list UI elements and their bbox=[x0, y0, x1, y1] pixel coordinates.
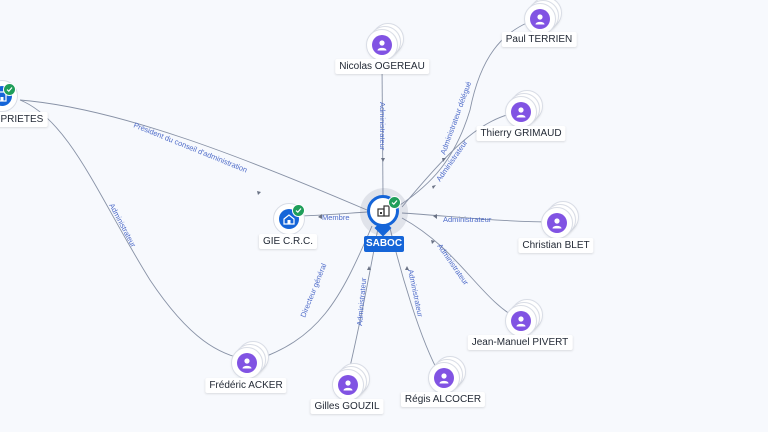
edge-label-christian: Administrateur bbox=[443, 215, 492, 224]
edge-arrow bbox=[318, 214, 322, 219]
verified-check-icon bbox=[388, 196, 401, 209]
person-icon bbox=[530, 9, 550, 29]
verified-check-icon bbox=[3, 83, 16, 96]
edge-gie-crc bbox=[299, 211, 368, 217]
edge-arrow bbox=[381, 158, 385, 162]
person-icon bbox=[434, 368, 454, 388]
edge-label-proprietes-saboc: Président du conseil d'administration bbox=[132, 121, 248, 175]
edge-label-gie: Membre bbox=[322, 213, 350, 222]
edge-proprietes-saboc bbox=[19, 99, 368, 211]
edge-nicolas-ogereau bbox=[381, 63, 384, 196]
edge-label-proprietes-acker: Administrateur bbox=[107, 202, 138, 249]
node-label-proprietes[interactable]: OPRIETES bbox=[0, 112, 48, 127]
verified-check-icon bbox=[292, 204, 305, 217]
edge-label-frederic: Directeur général bbox=[299, 262, 329, 319]
node-label-regis-alcocer[interactable]: Régis ALCOCER bbox=[400, 392, 486, 407]
person-icon bbox=[237, 353, 257, 373]
edge-arrow bbox=[432, 185, 436, 189]
node-label-gilles-gouzil[interactable]: Gilles GOUZIL bbox=[310, 399, 384, 414]
person-icon bbox=[511, 102, 531, 122]
edge-christian-blet bbox=[401, 212, 557, 223]
building-icon bbox=[376, 205, 390, 217]
edge-label-jean-manuel: Administrateur bbox=[435, 242, 470, 287]
edge-label-regis: Administrateur bbox=[406, 269, 425, 319]
node-label-christian-blet[interactable]: Christian BLET bbox=[518, 238, 594, 253]
person-icon bbox=[372, 35, 392, 55]
node-label-frederic-acker[interactable]: Frédéric ACKER bbox=[205, 378, 287, 393]
edge-label-nicolas: Administrateur bbox=[378, 102, 387, 151]
building-icon bbox=[283, 213, 295, 225]
person-icon bbox=[511, 311, 531, 331]
edge-arrow bbox=[431, 240, 435, 244]
node-label-thierry-grimaud[interactable]: Thierry GRIMAUD bbox=[476, 126, 566, 141]
node-label-nicolas-ogereau[interactable]: Nicolas OGEREAU bbox=[335, 59, 429, 74]
node-label-paul-terrien[interactable]: Paul TERRIEN bbox=[501, 32, 577, 47]
edge-arrow bbox=[405, 266, 409, 270]
person-icon bbox=[547, 213, 567, 233]
node-label-gie-crc[interactable]: GIE C.R.C. bbox=[258, 234, 318, 249]
edge-arrow bbox=[442, 158, 446, 162]
edge-frederic-acker bbox=[249, 225, 373, 363]
edge-label-gilles: Administrateur bbox=[355, 277, 368, 326]
center-node-saboc[interactable] bbox=[367, 195, 399, 227]
edge-arrow bbox=[367, 266, 371, 270]
edge-arrow bbox=[257, 191, 261, 195]
node-label-jean-manuel-pivert[interactable]: Jean-Manuel PIVERT bbox=[467, 335, 573, 350]
edge-proprietes-acker bbox=[19, 99, 249, 361]
edge-arrow bbox=[433, 214, 437, 219]
center-node-label[interactable]: SABOC bbox=[364, 236, 404, 252]
person-icon bbox=[338, 375, 358, 395]
edge-label-thierry: Administrateur bbox=[434, 138, 469, 183]
building-icon bbox=[0, 90, 7, 102]
node-gie-crc[interactable] bbox=[273, 203, 305, 235]
